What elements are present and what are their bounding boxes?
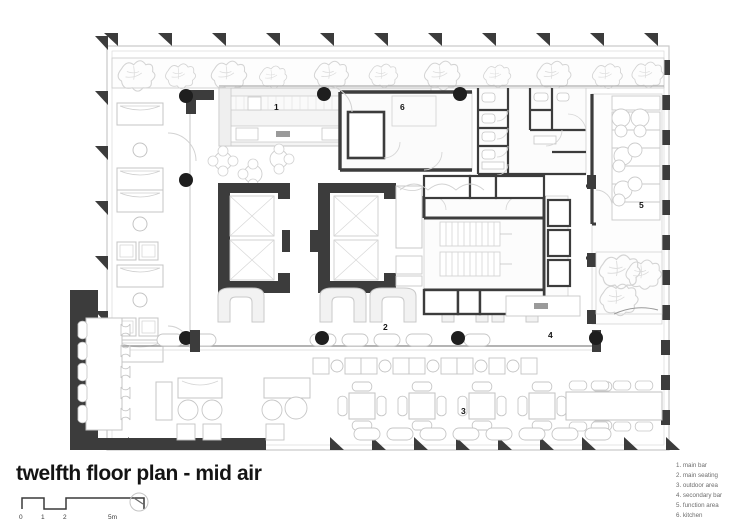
plan-label-6: 6 — [400, 102, 405, 112]
plan-label-5: 5 — [639, 200, 644, 210]
legend-item-4: 4. secondary bar — [676, 492, 723, 500]
armchair-row — [312, 357, 538, 375]
plan-number-labels: 1 2 3 4 5 6 — [274, 102, 644, 416]
kitchen-zone — [338, 90, 473, 172]
structural-columns — [179, 87, 603, 352]
facade-mullions-right — [661, 60, 670, 425]
legend-item-2: 2. main seating — [676, 472, 718, 480]
service-core-center — [310, 183, 423, 293]
scale-tick-2: 2 — [63, 514, 67, 521]
lounge-cluster-southwest — [155, 377, 311, 441]
bar-stools-row — [156, 333, 491, 347]
legend: 1. main bar 2. main seating 3. outdoor a… — [676, 461, 722, 521]
plan-label-3: 3 — [461, 406, 466, 416]
scale-tick-0: 0 — [19, 514, 23, 521]
service-core-west — [218, 183, 290, 293]
plan-label-1: 1 — [274, 102, 279, 112]
plan-label-4: 4 — [548, 330, 553, 340]
private-dining-southwest — [70, 290, 266, 450]
back-of-house-rooms — [399, 174, 546, 200]
page-title: twelfth floor plan - mid air — [16, 462, 262, 485]
cafe-tables-north — [207, 143, 295, 190]
plan-label-2: 2 — [383, 322, 388, 332]
outdoor-chair-row-south — [353, 427, 612, 441]
restroom-block — [476, 87, 587, 176]
legend-item-6: 6. kitchen — [676, 512, 703, 520]
communal-table-east — [565, 380, 663, 432]
north-arrow — [129, 492, 149, 512]
function-area — [586, 93, 663, 325]
legend-item-3: 3. outdoor area — [676, 482, 718, 490]
legend-item-1: 1. main bar — [676, 462, 707, 469]
scale-tick-5m: 5m — [108, 514, 118, 521]
scale-tick-1: 1 — [41, 514, 45, 521]
legend-item-5: 5. function area — [676, 502, 719, 510]
